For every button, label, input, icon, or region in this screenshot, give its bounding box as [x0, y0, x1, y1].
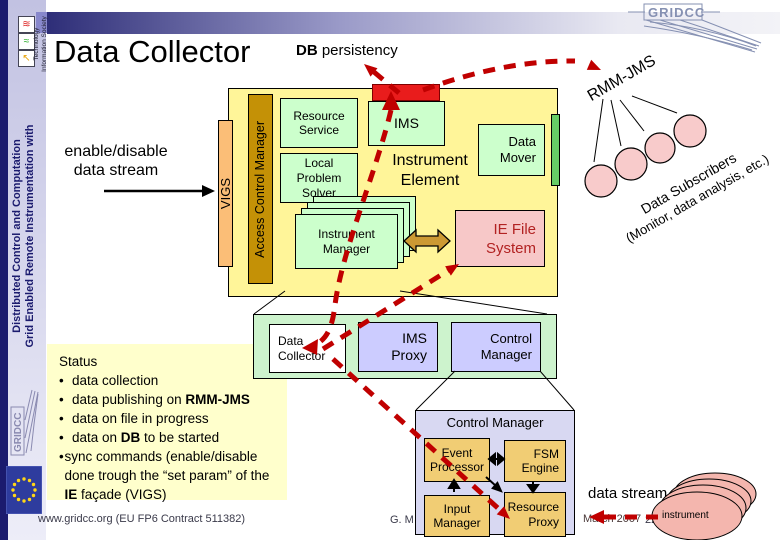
ist-icon-green-wave: ≈	[18, 33, 35, 50]
db-persistency-label: DB persistency	[296, 42, 398, 59]
rmm-jms-label: RMM-JMS	[584, 52, 659, 105]
slide-number: 22	[645, 514, 658, 526]
footer-url: www.gridcc.org (EU FP6 Contract 511382)	[38, 513, 246, 525]
page-title: Data Collector	[54, 34, 251, 69]
resource-proxy-box: Resource Proxy	[504, 492, 566, 537]
eu-flag	[6, 466, 42, 514]
ist-icon-red-wave: ≋	[18, 16, 35, 33]
sidebar-program-text: Distributed Control and Computation Grid…	[11, 124, 36, 348]
ims-box: IMS	[368, 101, 445, 146]
data-subscribers-label: Data Subscribers (Monitor, data analysis…	[623, 149, 772, 246]
control-manager-detail-title: Control Manager	[446, 415, 544, 430]
ist-icon-orange-arrow: ↖	[18, 50, 35, 67]
footer-author: G. M	[390, 514, 414, 526]
access-control-manager-label: Access Control Manager	[253, 120, 267, 258]
status-panel: Status •data collection •data publishing…	[47, 344, 287, 502]
status-bullet: •data publishing on RMM-JMS	[59, 392, 250, 407]
vigs-label: VIGS	[217, 177, 233, 210]
status-bullet: •data collection	[59, 373, 159, 388]
instrument-element-label: Instrument Element	[392, 152, 468, 189]
enable-disable-arrow	[104, 185, 215, 197]
left-navy-strip	[0, 0, 8, 540]
data-stream-label: data stream	[588, 485, 668, 502]
control-manager-detail: Control Manager Event Processor FSM Engi…	[415, 410, 575, 537]
event-processor-box: Event Processor	[424, 438, 490, 482]
sidebar-gridcc-logo: GRIDCC	[9, 386, 41, 456]
status-heading: Status	[59, 354, 98, 369]
vigs-bar: VIGS	[218, 120, 233, 267]
fsm-engine-box: FSM Engine	[504, 440, 566, 482]
db-buffer-red-box	[372, 84, 440, 101]
input-manager-box: Input Manager	[424, 495, 490, 537]
instrument-label: instrument	[662, 510, 709, 521]
sidebar-gridcc-text: GRIDCC	[13, 413, 24, 452]
rmm-fan-lines	[593, 95, 678, 163]
ist-vertical-text: Technology Information Society	[33, 16, 48, 72]
status-bullet: •data on DB to be started	[59, 430, 220, 445]
enable-disable-label: enable/disable data stream	[64, 143, 168, 179]
top-bar	[47, 12, 780, 34]
data-mover-port-bar	[551, 114, 560, 186]
footer-date: March 2007	[583, 513, 642, 525]
instrument-stack	[651, 472, 757, 540]
access-control-manager-bar: Access Control Manager	[248, 94, 273, 284]
status-bullet: •sync commands (enable/disable done trou…	[59, 449, 270, 502]
status-bullet: •data on file in progress	[59, 411, 209, 426]
top-bar-accent	[36, 12, 47, 33]
